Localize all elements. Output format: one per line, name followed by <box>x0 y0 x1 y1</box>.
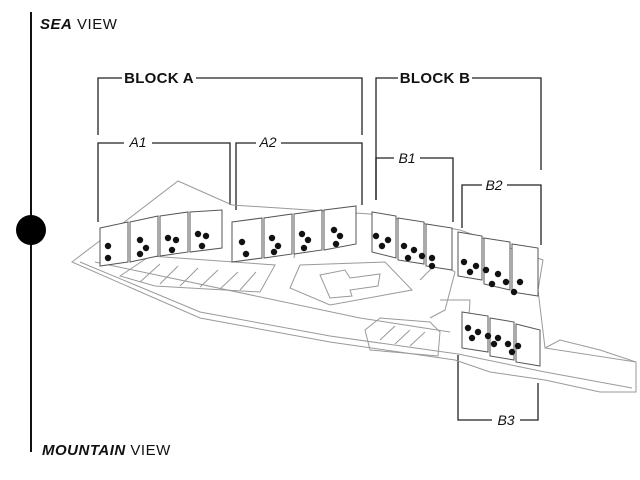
block-brackets <box>97 77 542 421</box>
building-b1-1 <box>371 211 397 259</box>
bracket-block-a <box>97 77 363 135</box>
mountain-view-strong: MOUNTAIN <box>42 442 126 459</box>
sea-view-strong: SEA <box>40 16 73 33</box>
bracket-b2 <box>461 184 542 245</box>
sub-block-b1-label: B1 <box>398 150 416 166</box>
sub-block-b3-label: B3 <box>497 412 515 428</box>
mountain-view-label: MOUNTAIN VIEW <box>42 442 171 459</box>
building-b3-3 <box>515 323 541 367</box>
bracket-b3 <box>457 355 539 421</box>
bracket-a2 <box>235 142 363 210</box>
building-a2-4 <box>323 205 357 251</box>
mountain-view-rest: VIEW <box>130 442 171 459</box>
building-b2-3 <box>511 243 539 297</box>
sea-view-label: SEA VIEW <box>40 16 117 33</box>
building-b3-2 <box>489 317 515 361</box>
building-b1-2 <box>397 217 425 265</box>
sub-block-b2-label: B2 <box>485 177 503 193</box>
sea-view-rest: VIEW <box>77 16 118 33</box>
bracket-b1 <box>375 157 454 222</box>
sub-block-a2-label: A2 <box>259 134 277 150</box>
building-a2-2 <box>263 213 293 259</box>
building-a1-2 <box>129 215 159 263</box>
bracket-block-b <box>375 77 542 200</box>
orientation-marker <box>16 215 46 245</box>
sub-block-a1-label: A1 <box>129 134 147 150</box>
unit-markers <box>104 226 524 356</box>
building-a2-1 <box>231 217 263 263</box>
building-a2-3 <box>293 209 323 255</box>
block-a-label: BLOCK A <box>124 70 194 87</box>
block-b-label: BLOCK B <box>399 70 471 87</box>
building-a1-3 <box>159 211 189 257</box>
buildings <box>99 205 541 367</box>
bracket-a1 <box>97 142 231 222</box>
building-a1-1 <box>99 221 129 267</box>
building-a1-4 <box>189 209 223 253</box>
building-b1-3 <box>425 223 453 271</box>
